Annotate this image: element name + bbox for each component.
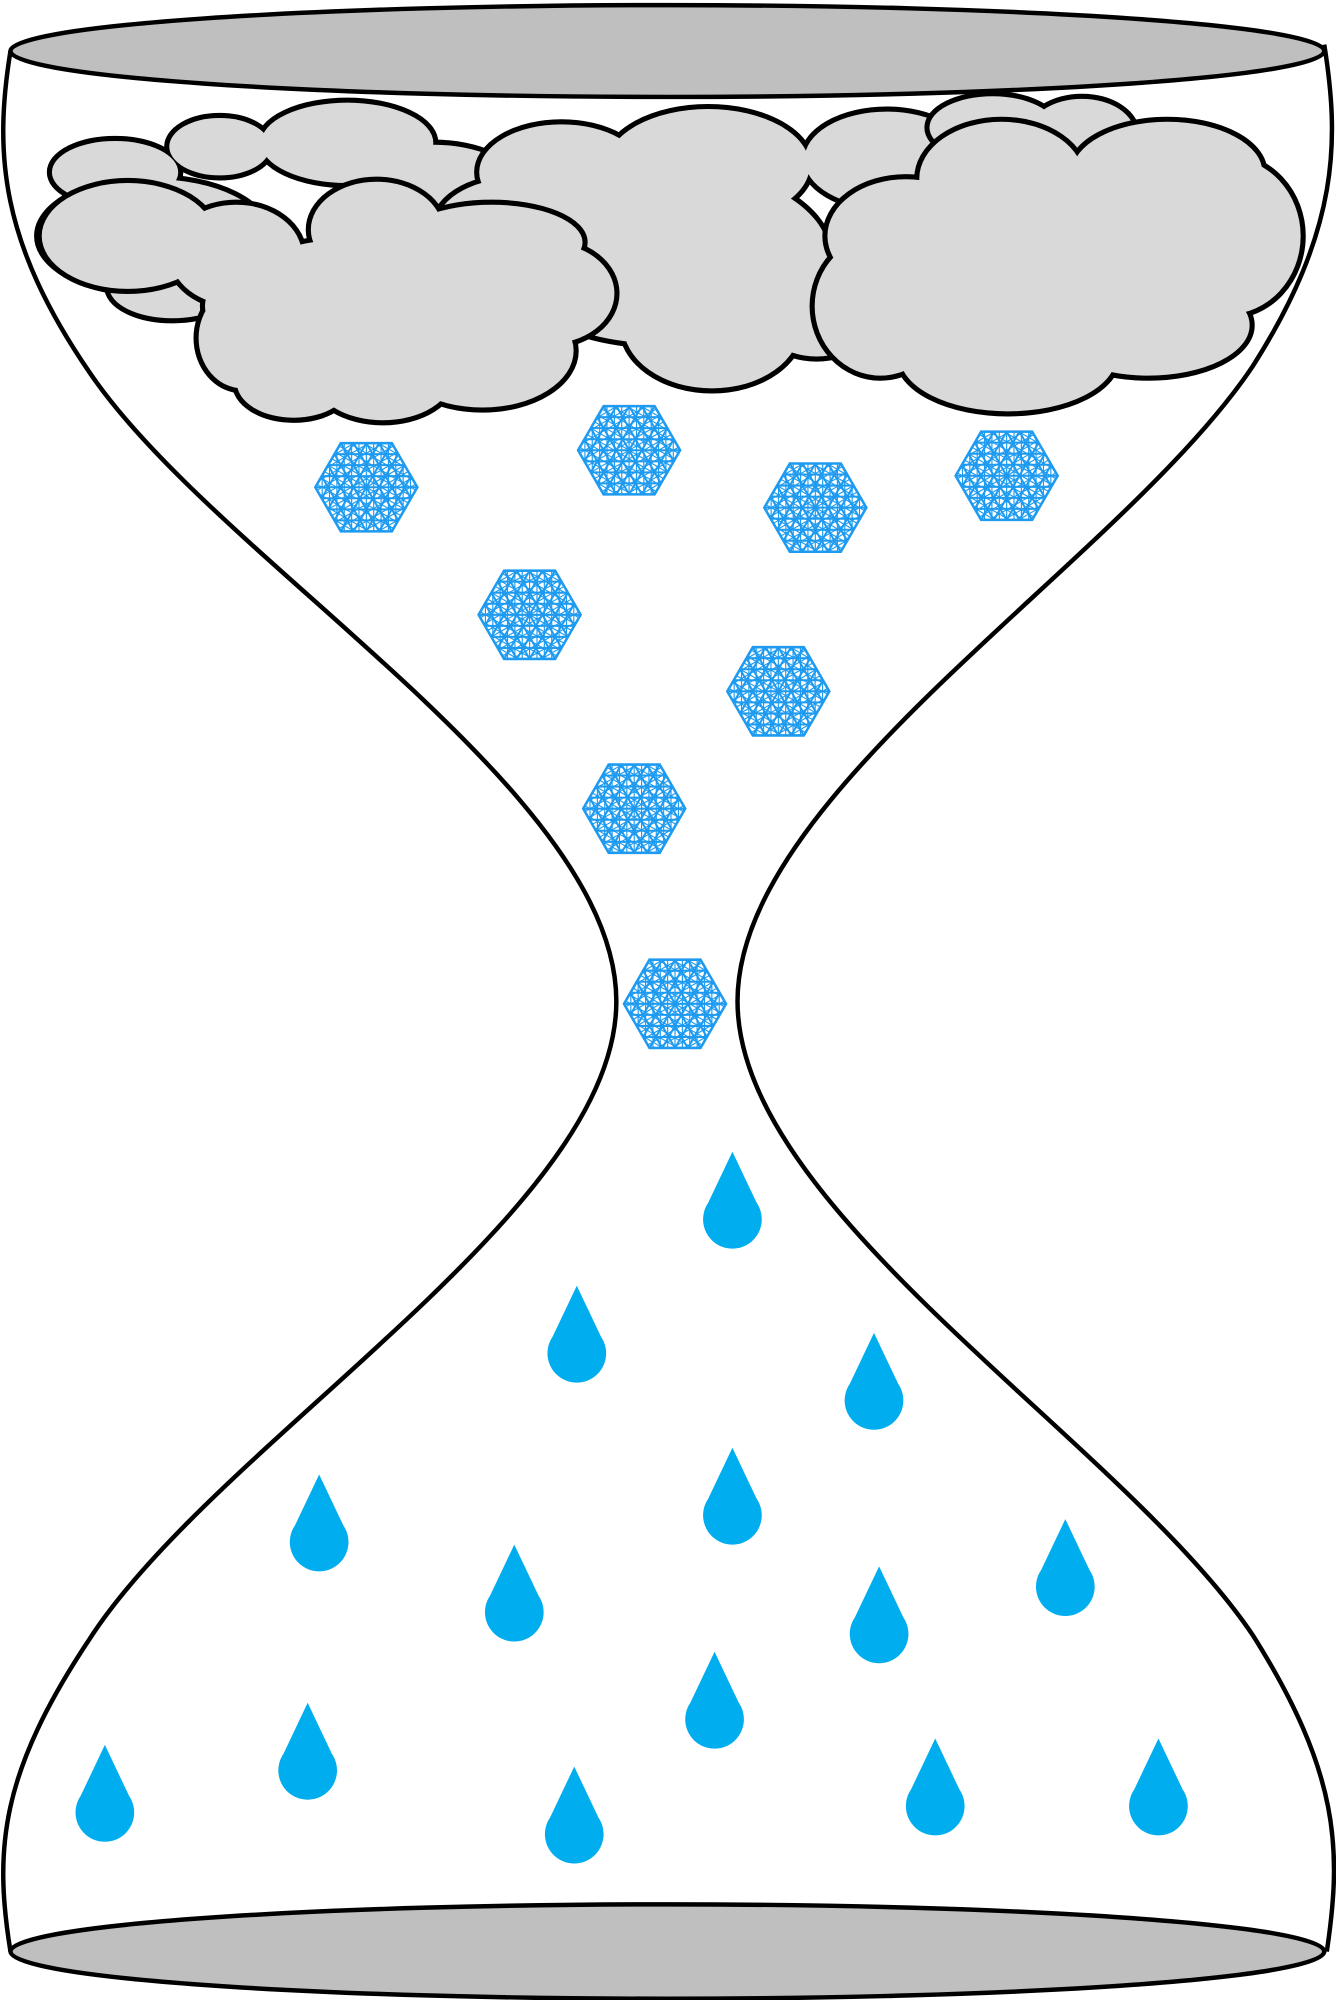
cloud <box>36 176 620 426</box>
cloud <box>809 116 1306 417</box>
snowflakes <box>313 404 1060 1050</box>
raindrops <box>75 1151 1188 1864</box>
clouds <box>34 91 1306 426</box>
raindrop-icon <box>544 1766 604 1864</box>
raindrop-icon <box>703 1447 762 1545</box>
snowflake-icon <box>581 763 687 855</box>
raindrop-icon <box>1035 1519 1095 1617</box>
raindrop-icon <box>547 1285 607 1383</box>
snowflake-icon <box>725 645 831 737</box>
raindrop-icon <box>703 1151 762 1249</box>
raindrop-icon <box>685 1651 744 1749</box>
hourglass-glass <box>1 44 1336 1952</box>
hourglass-left-side <box>1 50 619 1952</box>
hourglass-right-side <box>735 44 1336 1952</box>
raindrop-icon <box>484 1544 544 1642</box>
snowflake-icon <box>622 958 728 1050</box>
raindrop-icon <box>289 1474 349 1572</box>
hourglass-top-cap <box>8 2 1327 100</box>
hourglass-bottom-cap <box>8 1902 1327 2000</box>
raindrop-icon <box>849 1566 909 1664</box>
snowflake-icon <box>762 462 868 554</box>
snowflake-icon <box>576 404 682 496</box>
raindrop-icon <box>905 1738 965 1836</box>
raindrop-icon <box>75 1744 135 1842</box>
raindrop-icon <box>278 1702 338 1800</box>
raindrop-icon <box>1129 1738 1188 1836</box>
snowflake-icon <box>477 569 583 661</box>
raindrop-icon <box>844 1332 904 1430</box>
